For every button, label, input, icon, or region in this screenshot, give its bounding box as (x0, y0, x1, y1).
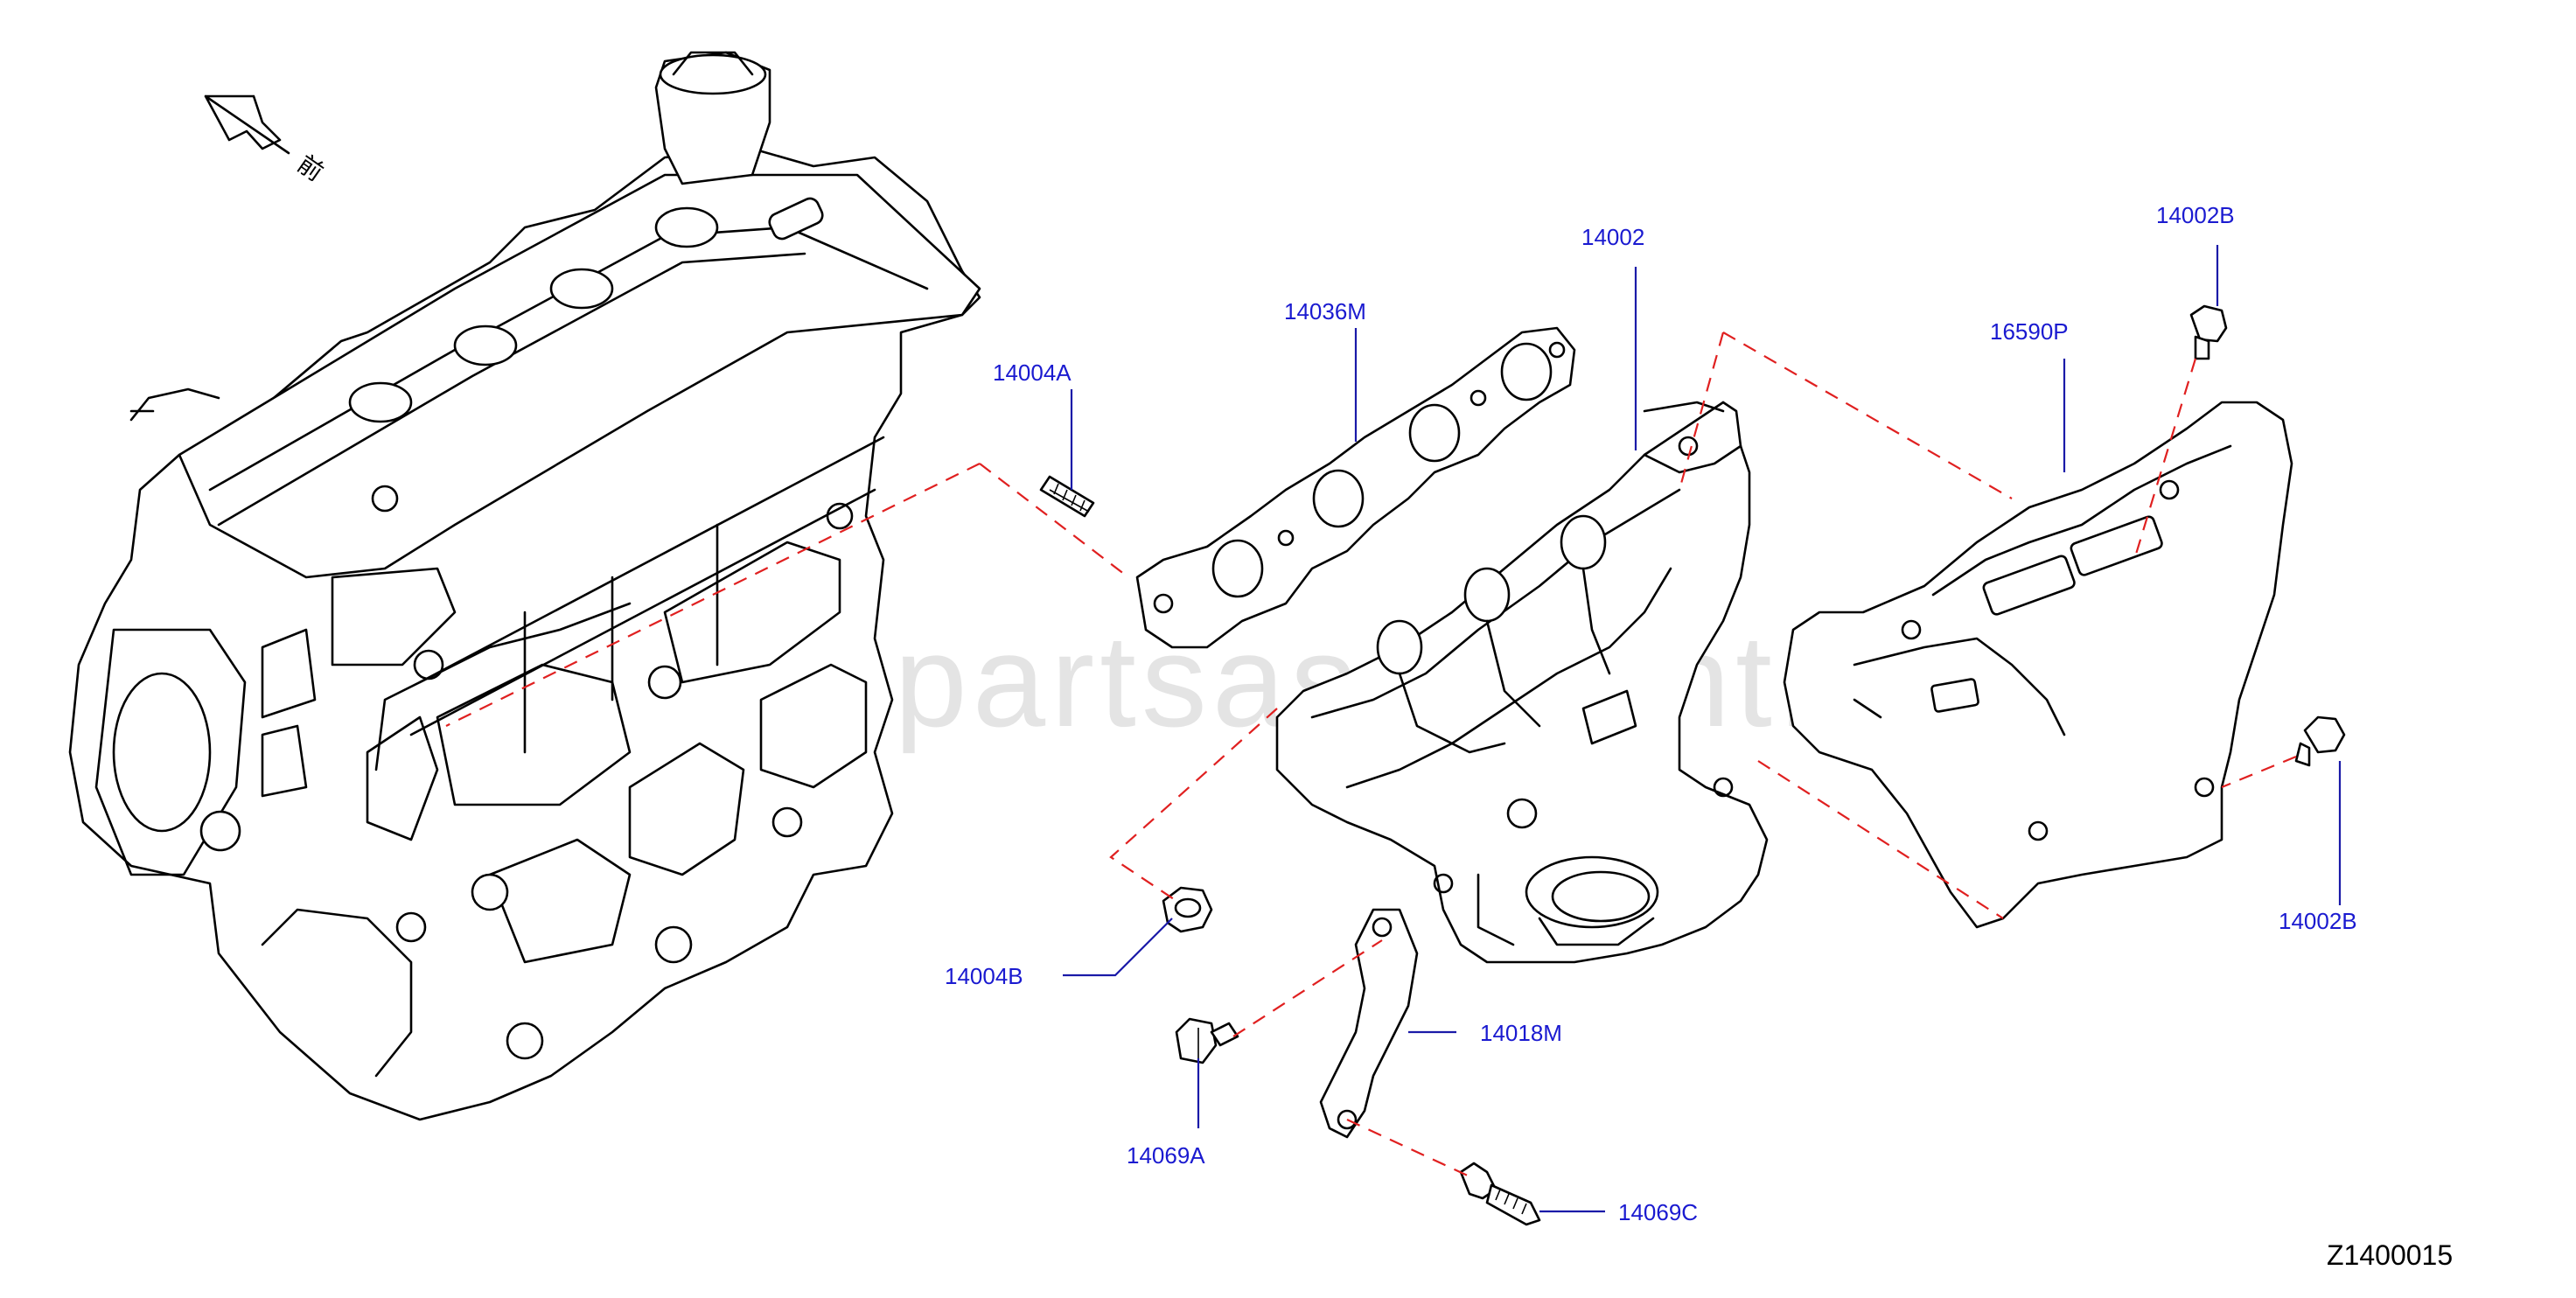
bolt-14002B-right (2294, 715, 2346, 767)
stud-14004A (1039, 475, 1095, 518)
front-direction-label: 前 (292, 150, 329, 187)
callout-14069A[interactable]: 14069A (1127, 1142, 1205, 1169)
callout-14004B[interactable]: 14004B (945, 963, 1023, 989)
callout-14069C[interactable]: 14069C (1618, 1199, 1698, 1225)
assembly-guide-lines (445, 331, 2297, 1177)
diagram-code: Z1400015 (2327, 1239, 2453, 1271)
callout-14018M[interactable]: 14018M (1480, 1020, 1562, 1046)
manifold-bracket (1319, 908, 1419, 1139)
exhaust-manifold-gasket (1135, 326, 1576, 649)
exhaust-manifold (1275, 401, 1769, 964)
bolt-14069C (1459, 1162, 1541, 1226)
callout-14004A[interactable]: 14004A (993, 359, 1072, 386)
callout-leaders (1063, 245, 2342, 1213)
callout-16590P[interactable]: 16590P (1990, 318, 2069, 345)
engine-block (68, 51, 981, 1121)
bolt-14002B-top (2189, 304, 2228, 360)
nut-14004B (1162, 886, 1213, 933)
callout-14036M[interactable]: 14036M (1284, 298, 1366, 324)
callout-14002B-top[interactable]: 14002B (2156, 202, 2235, 228)
callout-14002B-right[interactable]: 14002B (2279, 908, 2357, 934)
bolt-14069A (1175, 1017, 1239, 1064)
heat-shield (1783, 401, 2293, 929)
callout-14002[interactable]: 14002 (1581, 224, 1644, 250)
front-arrow-icon (204, 94, 290, 155)
